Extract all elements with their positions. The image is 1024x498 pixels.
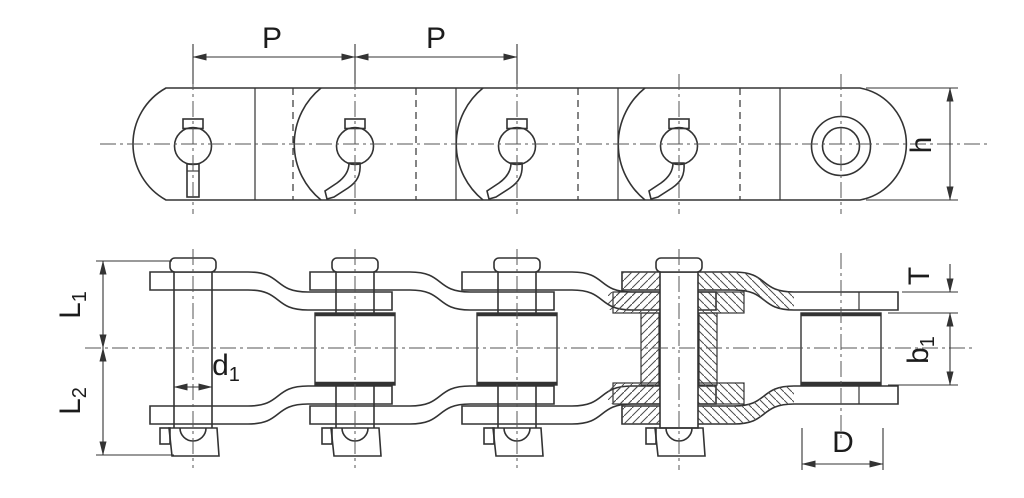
side-view-outline [132,87,908,201]
sidebar-plate [309,271,555,311]
cotter-retainer [321,427,382,457]
sidebar-plate [149,385,393,425]
cotter-retainer [645,427,706,457]
dimension-pin-lengths [96,260,174,456]
label-plate-thickness: T [903,267,936,285]
label-pitch-right: P [426,22,446,55]
sidebar-plate [149,271,393,311]
label-length-upper: L1 [54,291,91,319]
dimension-roller-diameter [801,428,884,470]
section-cut-hatching [608,272,794,424]
label-length-lower: L2 [54,387,91,415]
pin-1 [173,272,213,428]
label-inner-width: b1 [902,336,939,364]
pin-end-view-2 [324,118,375,200]
cotter-retainer [159,427,220,457]
label-roller-diameter: D [832,426,854,459]
pin-2 [335,272,375,428]
label-plate-height: h [905,137,938,154]
label-pin-diameter: d1 [212,349,240,386]
pin-end-view-4 [648,118,699,200]
pin-end-view-3 [486,118,537,200]
label-pitch-left: P [262,22,282,55]
centerlines [85,74,988,470]
chain-plan-view [149,257,899,457]
dimension-annotations [96,44,958,470]
dimension-pitch [192,44,518,84]
dimension-thickness-width [888,264,958,386]
dimension-labels: P P h L1 L2 d1 T b1 D [54,22,939,459]
dimension-plate-height [866,87,958,201]
pin-3 [497,272,537,428]
cotter-retainer [483,427,544,457]
sidebar-plate [309,385,555,425]
